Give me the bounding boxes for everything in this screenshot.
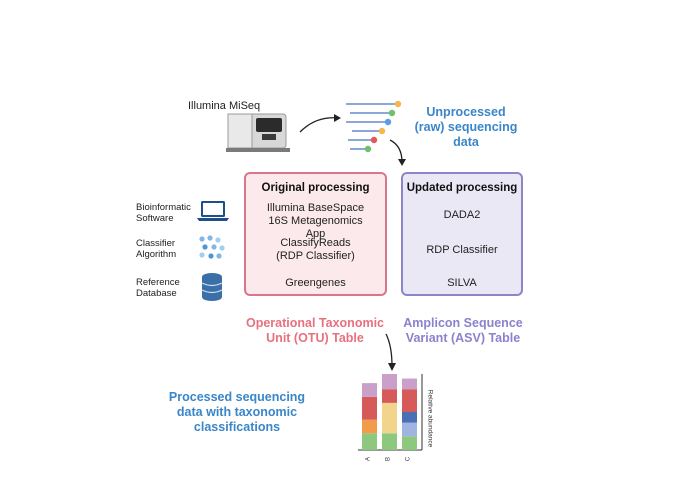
- arrow-to-raw-icon: [299, 114, 341, 133]
- bar-segment-B-5: [382, 389, 397, 403]
- bar-segment-C-5: [402, 389, 417, 412]
- tool-label-classifier: Classifier Algorithm: [136, 238, 177, 260]
- bar-segment-B-2: [382, 402, 397, 434]
- arrow-to-chart-icon: [385, 333, 396, 371]
- updated-classifier: RDP Classifier: [426, 244, 498, 256]
- bar-segment-C-6: [402, 378, 417, 390]
- bar-segment-C-4: [402, 412, 417, 423]
- original-database: Greengenes: [285, 277, 346, 289]
- category-label-A: A: [366, 457, 372, 461]
- abundance-chart: A B C: [358, 374, 423, 461]
- bar-segment-B-6: [382, 374, 397, 390]
- database-icon: [201, 273, 223, 301]
- bar-segment-B-0: [382, 433, 397, 450]
- category-label-C: C: [406, 456, 412, 461]
- dots-cluster-icon: [199, 235, 225, 259]
- sequencer-icon: [226, 113, 290, 152]
- otu-table-label: Operational Taxonomic Unit (OTU) Table: [246, 316, 384, 345]
- bar-segment-C-0: [402, 436, 417, 450]
- sequencer-label: Illumina MiSeq: [188, 100, 261, 112]
- tool-label-software: Bioinformatic Software: [136, 202, 191, 224]
- original-title: Original processing: [261, 182, 370, 194]
- bar-segment-C-3: [402, 422, 417, 437]
- tool-label-database: Reference Database: [136, 277, 180, 299]
- original-processing-box: Original processing Illumina BaseSpace 1…: [244, 172, 387, 296]
- arrow-to-processing-icon: [389, 139, 406, 166]
- original-software: Illumina BaseSpace 16S Metagenomics App: [266, 202, 365, 240]
- updated-processing-box: Updated processing DADA2 RDP Classifier …: [401, 172, 523, 296]
- bar-segment-A-1: [362, 419, 377, 434]
- asv-table-label: Amplicon Sequence Variant (ASV) Table: [403, 316, 523, 345]
- laptop-icon: [197, 201, 229, 221]
- category-label-B: B: [386, 457, 392, 461]
- updated-database: SILVA: [447, 277, 477, 289]
- updated-software: DADA2: [443, 209, 481, 221]
- raw-data-label: Unprocessed (raw) sequencing data: [414, 105, 518, 149]
- processed-data-label: Processed sequencing data with taxonomic…: [168, 390, 306, 434]
- original-classifier: ClassifyReads (RDP Classifier): [276, 237, 355, 262]
- bar-segment-A-5: [362, 396, 377, 420]
- bar-segment-A-0: [362, 433, 377, 450]
- updated-title: Updated processing: [406, 182, 518, 194]
- bar-segment-A-6: [362, 383, 377, 397]
- raw-reads-icon: [346, 100, 402, 153]
- chart-ylabel: Relative abundance: [426, 389, 434, 448]
